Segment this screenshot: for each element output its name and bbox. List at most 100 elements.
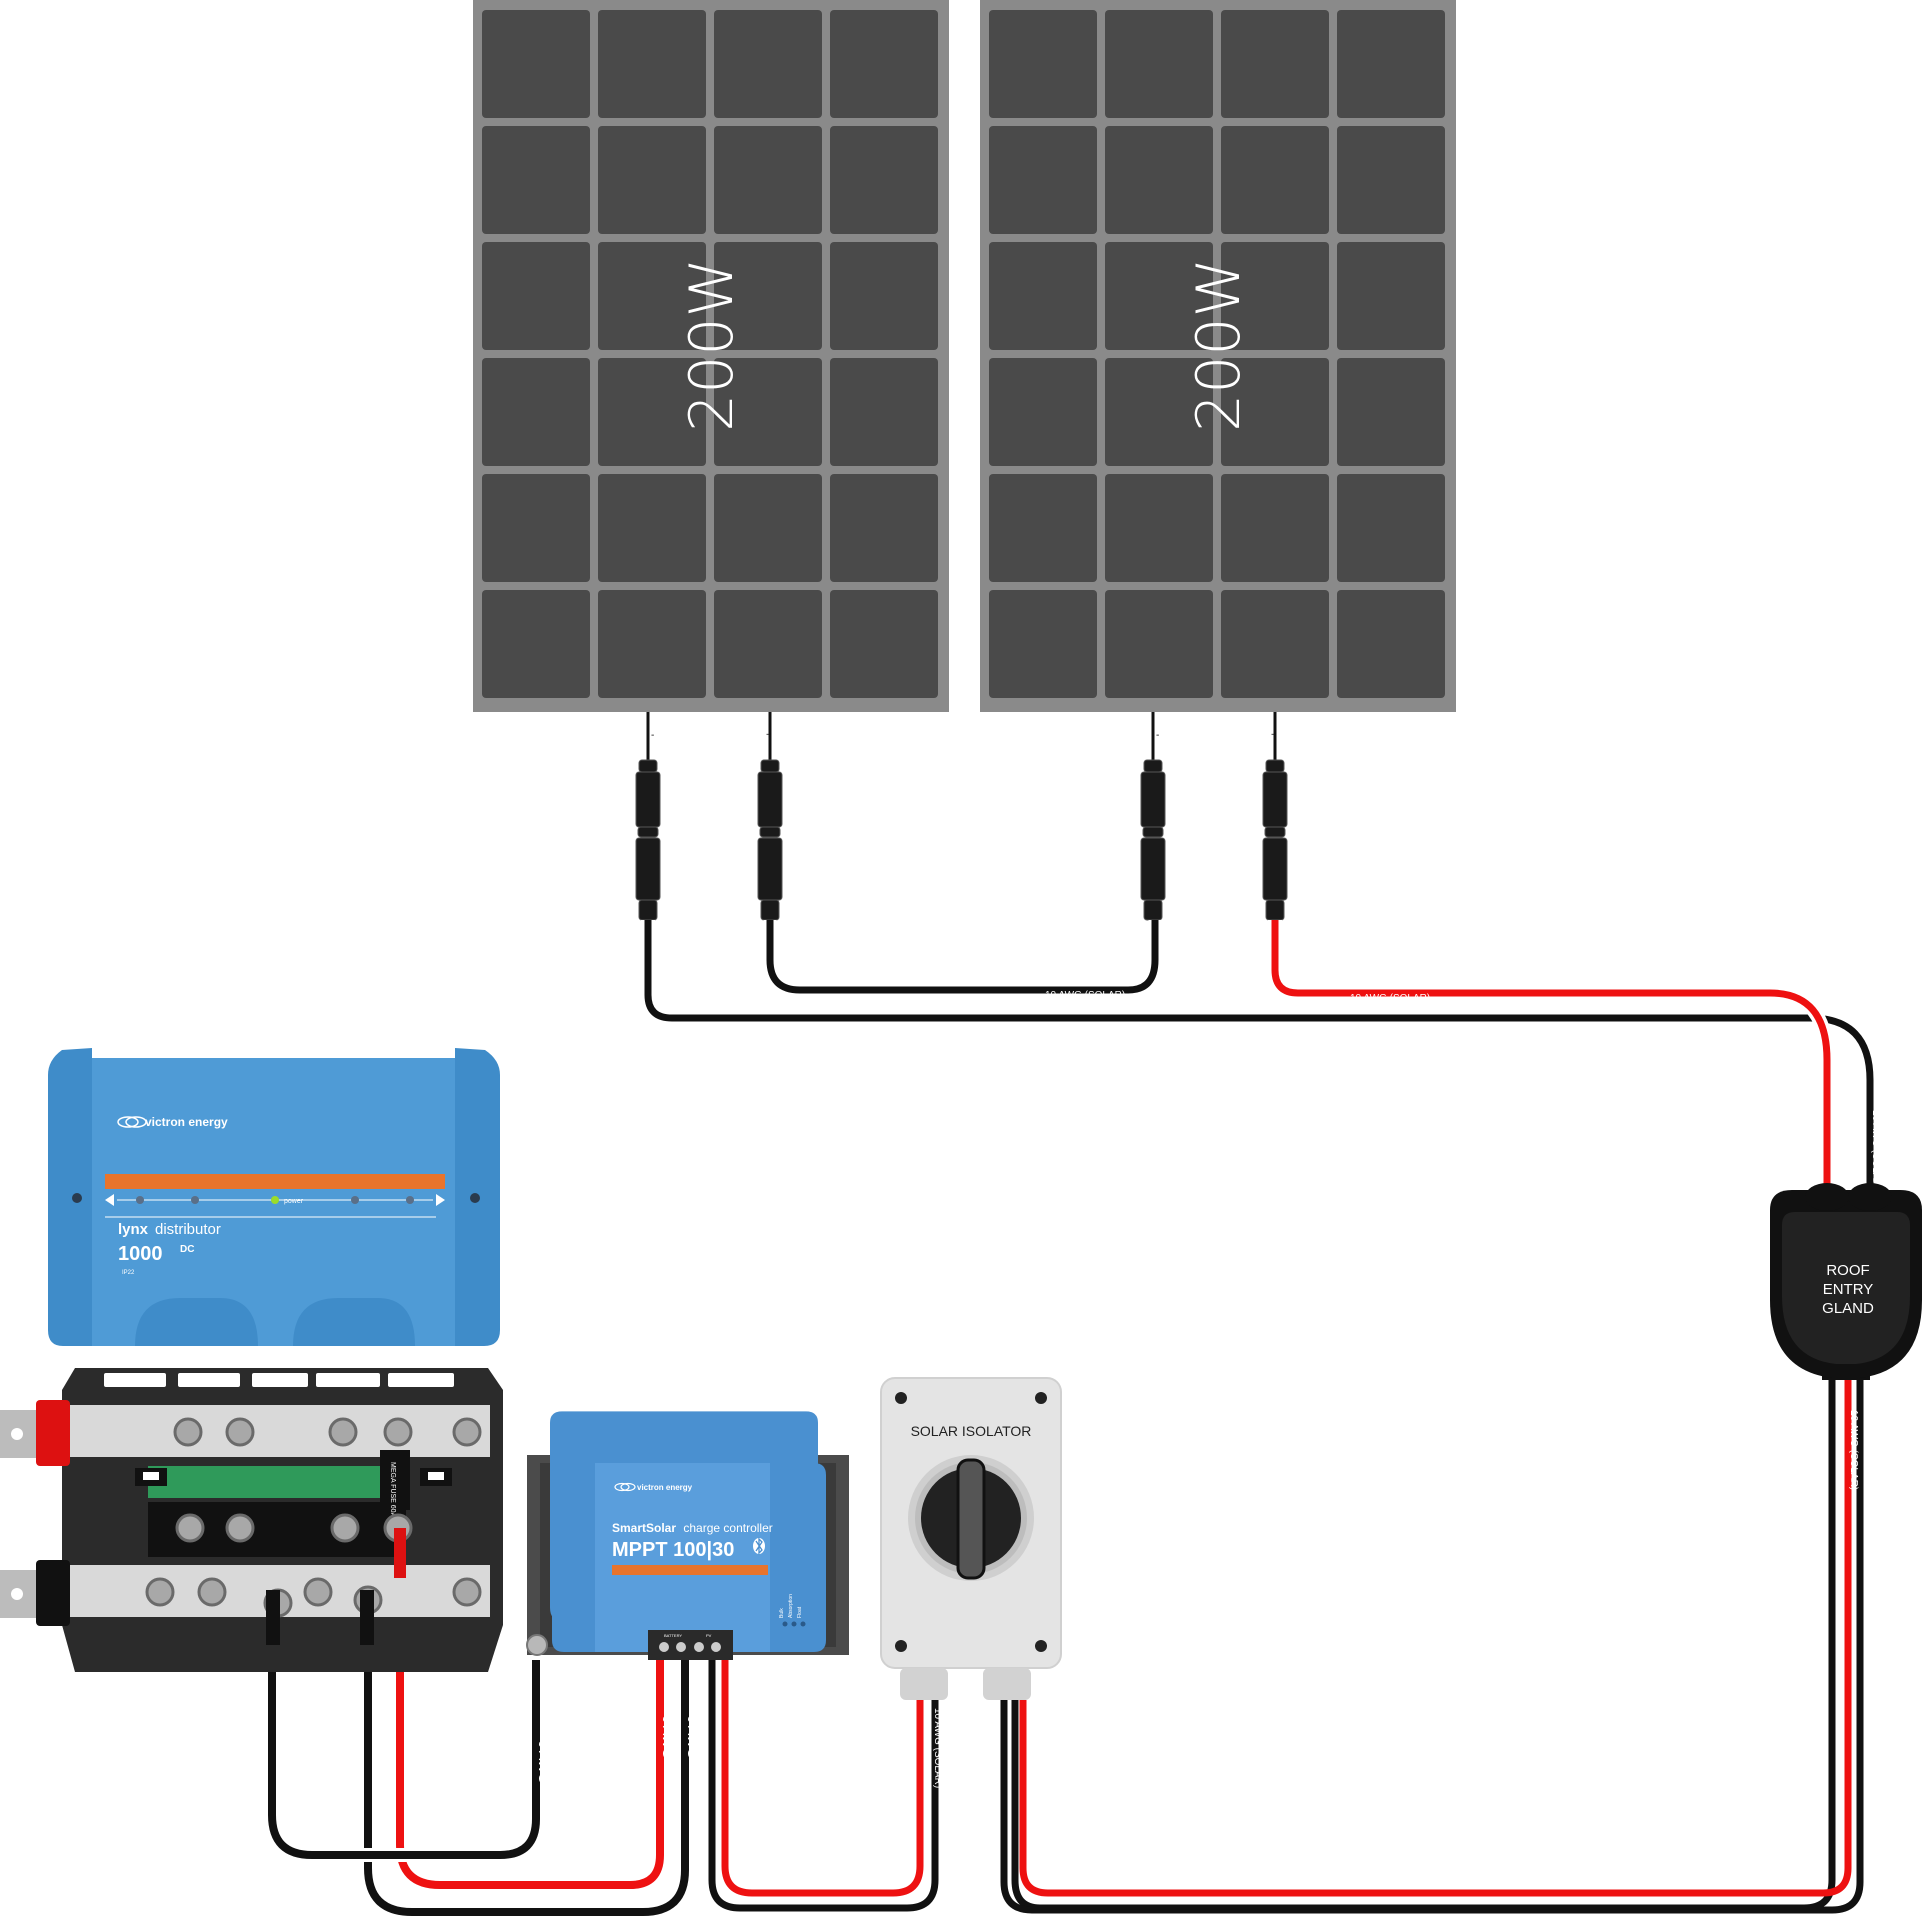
panel-2-cell	[1337, 10, 1445, 118]
lynx-distributor-base: MEGA FUSE 60A	[0, 1368, 503, 1672]
panel-2-cell	[989, 242, 1097, 350]
lynx-bolt	[452, 1417, 482, 1447]
lynx-bolt	[197, 1577, 227, 1607]
panel-2-cell	[1337, 474, 1445, 582]
lynx-power-led	[271, 1196, 279, 1204]
panel-1-cell	[598, 474, 706, 582]
mega-fuse	[380, 1450, 410, 1510]
panel-2-cell	[989, 126, 1097, 234]
battery-negative-cable	[268, 1640, 540, 1859]
panel-1-cell	[482, 474, 590, 582]
lynx-positive-busbar	[70, 1405, 490, 1457]
panel-1-cell	[830, 10, 938, 118]
panel-1-cell	[598, 242, 706, 350]
isolator-output-label: 10 AWG (SOLAR)	[932, 1708, 943, 1788]
positive-solar-cable	[1271, 920, 1831, 1190]
panel-1-cell	[598, 358, 706, 466]
panel-2-cell	[1221, 358, 1329, 466]
panel-1-cell	[482, 358, 590, 466]
isolator-handle[interactable]	[956, 1458, 986, 1580]
mppt-line1-bold: SmartSolar	[612, 1521, 676, 1535]
lynx-bolt	[328, 1417, 358, 1447]
lynx-rating-unit: DC	[180, 1244, 194, 1255]
isolator-title: SOLAR ISOLATOR	[911, 1423, 1032, 1439]
mc4-connector-4	[1262, 759, 1288, 921]
mc4-connectors	[635, 759, 1288, 921]
lynx-bolt	[225, 1513, 255, 1543]
negative-solar-cable	[644, 920, 1874, 1190]
lynx-screw-right	[470, 1193, 480, 1203]
panel-1-cell	[714, 126, 822, 234]
panel-2-minus-mark: -	[1156, 730, 1159, 741]
lynx-arrow-left-icon	[105, 1194, 114, 1206]
panel-1-cell	[830, 126, 938, 234]
panel-1-cell	[714, 358, 822, 466]
isolator-to-mppt-negative	[708, 1660, 939, 1912]
panel-2-cell	[989, 10, 1097, 118]
mppt-ground-bolt	[526, 1634, 548, 1656]
lynx-bolt	[383, 1417, 413, 1447]
panel-2-cell	[1337, 590, 1445, 698]
mppt-terminal-pv-label: PV	[706, 1633, 712, 1638]
lynx-rating: 1000	[118, 1243, 163, 1265]
panel-1-minus-mark: -	[651, 730, 654, 741]
positive-terminal-cap-red	[36, 1400, 70, 1466]
lynx-bolt	[303, 1577, 333, 1607]
panel-1-cell	[714, 474, 822, 582]
panel-1-cells	[482, 10, 938, 698]
lynx-brand: victron energy	[145, 1115, 228, 1129]
lynx-bolt	[330, 1513, 360, 1543]
panel-2-cell	[1105, 10, 1213, 118]
mc4-connector-3	[1140, 759, 1166, 921]
mppt-terminal-battery-label: BATTERY	[664, 1633, 682, 1638]
lynx-green-bus	[148, 1466, 406, 1498]
panel-1-cell	[714, 242, 822, 350]
solar-panel-2: 200W	[980, 0, 1456, 712]
bluetooth-icon	[753, 1537, 765, 1555]
panel-2-cell	[989, 590, 1097, 698]
solar-panel-1: 200W	[473, 0, 949, 712]
panel-2-cell	[1221, 590, 1329, 698]
mppt-led-float: Float	[797, 1606, 803, 1618]
panel-1-cell	[830, 358, 938, 466]
panel-2-cell	[989, 474, 1097, 582]
panel-1-cell	[482, 10, 590, 118]
lynx-ip-rating: IP22	[122, 1270, 135, 1276]
panel-2-cell	[1105, 590, 1213, 698]
panel-1-cell	[830, 474, 938, 582]
polarity-marks: - + - +	[651, 730, 1277, 741]
panel-1-cell	[714, 590, 822, 698]
mc4-connector-2	[757, 759, 783, 921]
panel-2-label: 200W	[1184, 258, 1254, 432]
panel-1-label: 200W	[677, 258, 747, 432]
lynx-bolt	[145, 1577, 175, 1607]
panel-1-cell	[598, 590, 706, 698]
panel-2-cell	[1221, 126, 1329, 234]
mega-fuse-label: MEGA FUSE 60A	[389, 1462, 396, 1518]
panel-2-cell	[1221, 242, 1329, 350]
lynx-screw-left	[72, 1193, 82, 1203]
panel-2-cell	[1105, 474, 1213, 582]
panel-2-cell	[1105, 358, 1213, 466]
panel-2-cell	[1337, 242, 1445, 350]
panel-2-plus-mark: +	[1271, 730, 1277, 741]
panel-2-cell	[1337, 358, 1445, 466]
victron-logo-icon	[117, 1116, 147, 1128]
panel-leads	[646, 712, 1277, 760]
lynx-bolts	[145, 1417, 482, 1618]
lynx-bolt	[173, 1417, 203, 1447]
mppt-line1-rest: charge controller	[683, 1521, 772, 1535]
mppt-victron-logo-icon	[614, 1482, 636, 1492]
mc4-connector-1	[635, 759, 661, 921]
lynx-distributor-cover: victron energy power lynx distributor 10…	[48, 1048, 500, 1346]
panel-1-cell	[830, 242, 938, 350]
mppt-led-absorption: Absorption	[788, 1594, 794, 1618]
lynx-name-suffix: distributor	[155, 1221, 221, 1238]
lynx-bolt	[175, 1513, 205, 1543]
mppt-positive-label: 6 AWG	[660, 1715, 676, 1759]
series-link-cable	[763, 920, 1162, 997]
panel-1-cell	[598, 10, 706, 118]
panel-1-cell	[482, 242, 590, 350]
svg-text:SmartSolar charge contro: SmartSolar charge controller	[612, 1521, 773, 1535]
